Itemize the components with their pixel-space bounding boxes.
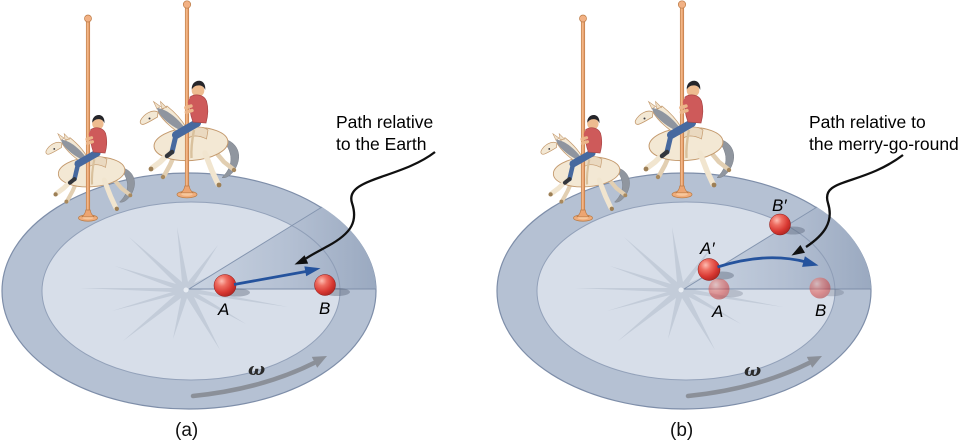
omega-symbol-b: ω [744,360,762,381]
ball-a-prime [697,258,721,281]
curved-path-arrow [717,256,819,269]
ghost-ball-b [809,277,831,299]
annotation-line: Path relative [336,112,434,132]
caption-b: (b) [670,420,694,441]
ghost-balls [708,277,844,300]
label-ball-a: A [218,300,230,319]
label-ball-b: B [319,299,331,318]
ghost-ball-a [708,278,730,300]
carousel-scene-b [497,1,871,409]
annotation-path-merry-go-round: Path relative to the merry-go-round [809,111,959,155]
panel-b-overlays [697,154,904,300]
ball-b [314,274,336,296]
ball-a [213,274,237,297]
caption-a: (a) [175,420,199,441]
ball-b-prime [769,213,791,236]
label-ghost-a: A [712,302,724,321]
annotation-line: Path relative to [809,112,926,132]
annotation-arrow-a [294,151,436,265]
label-ball-b-prime: B′ [772,196,787,215]
panel-a-overlays [213,151,436,297]
omega-symbol-a: ω [248,359,266,380]
annotation-arrow-b [791,154,904,256]
straight-path-arrow [233,266,321,286]
label-ball-a-prime: A′ [700,239,715,258]
annotation-line: the merry-go-round [809,134,959,154]
annotation-path-earth: Path relative to the Earth [336,111,433,155]
carousel-scene-a [2,1,376,409]
annotation-line: to the Earth [336,134,427,154]
label-ghost-b: B [815,301,827,320]
